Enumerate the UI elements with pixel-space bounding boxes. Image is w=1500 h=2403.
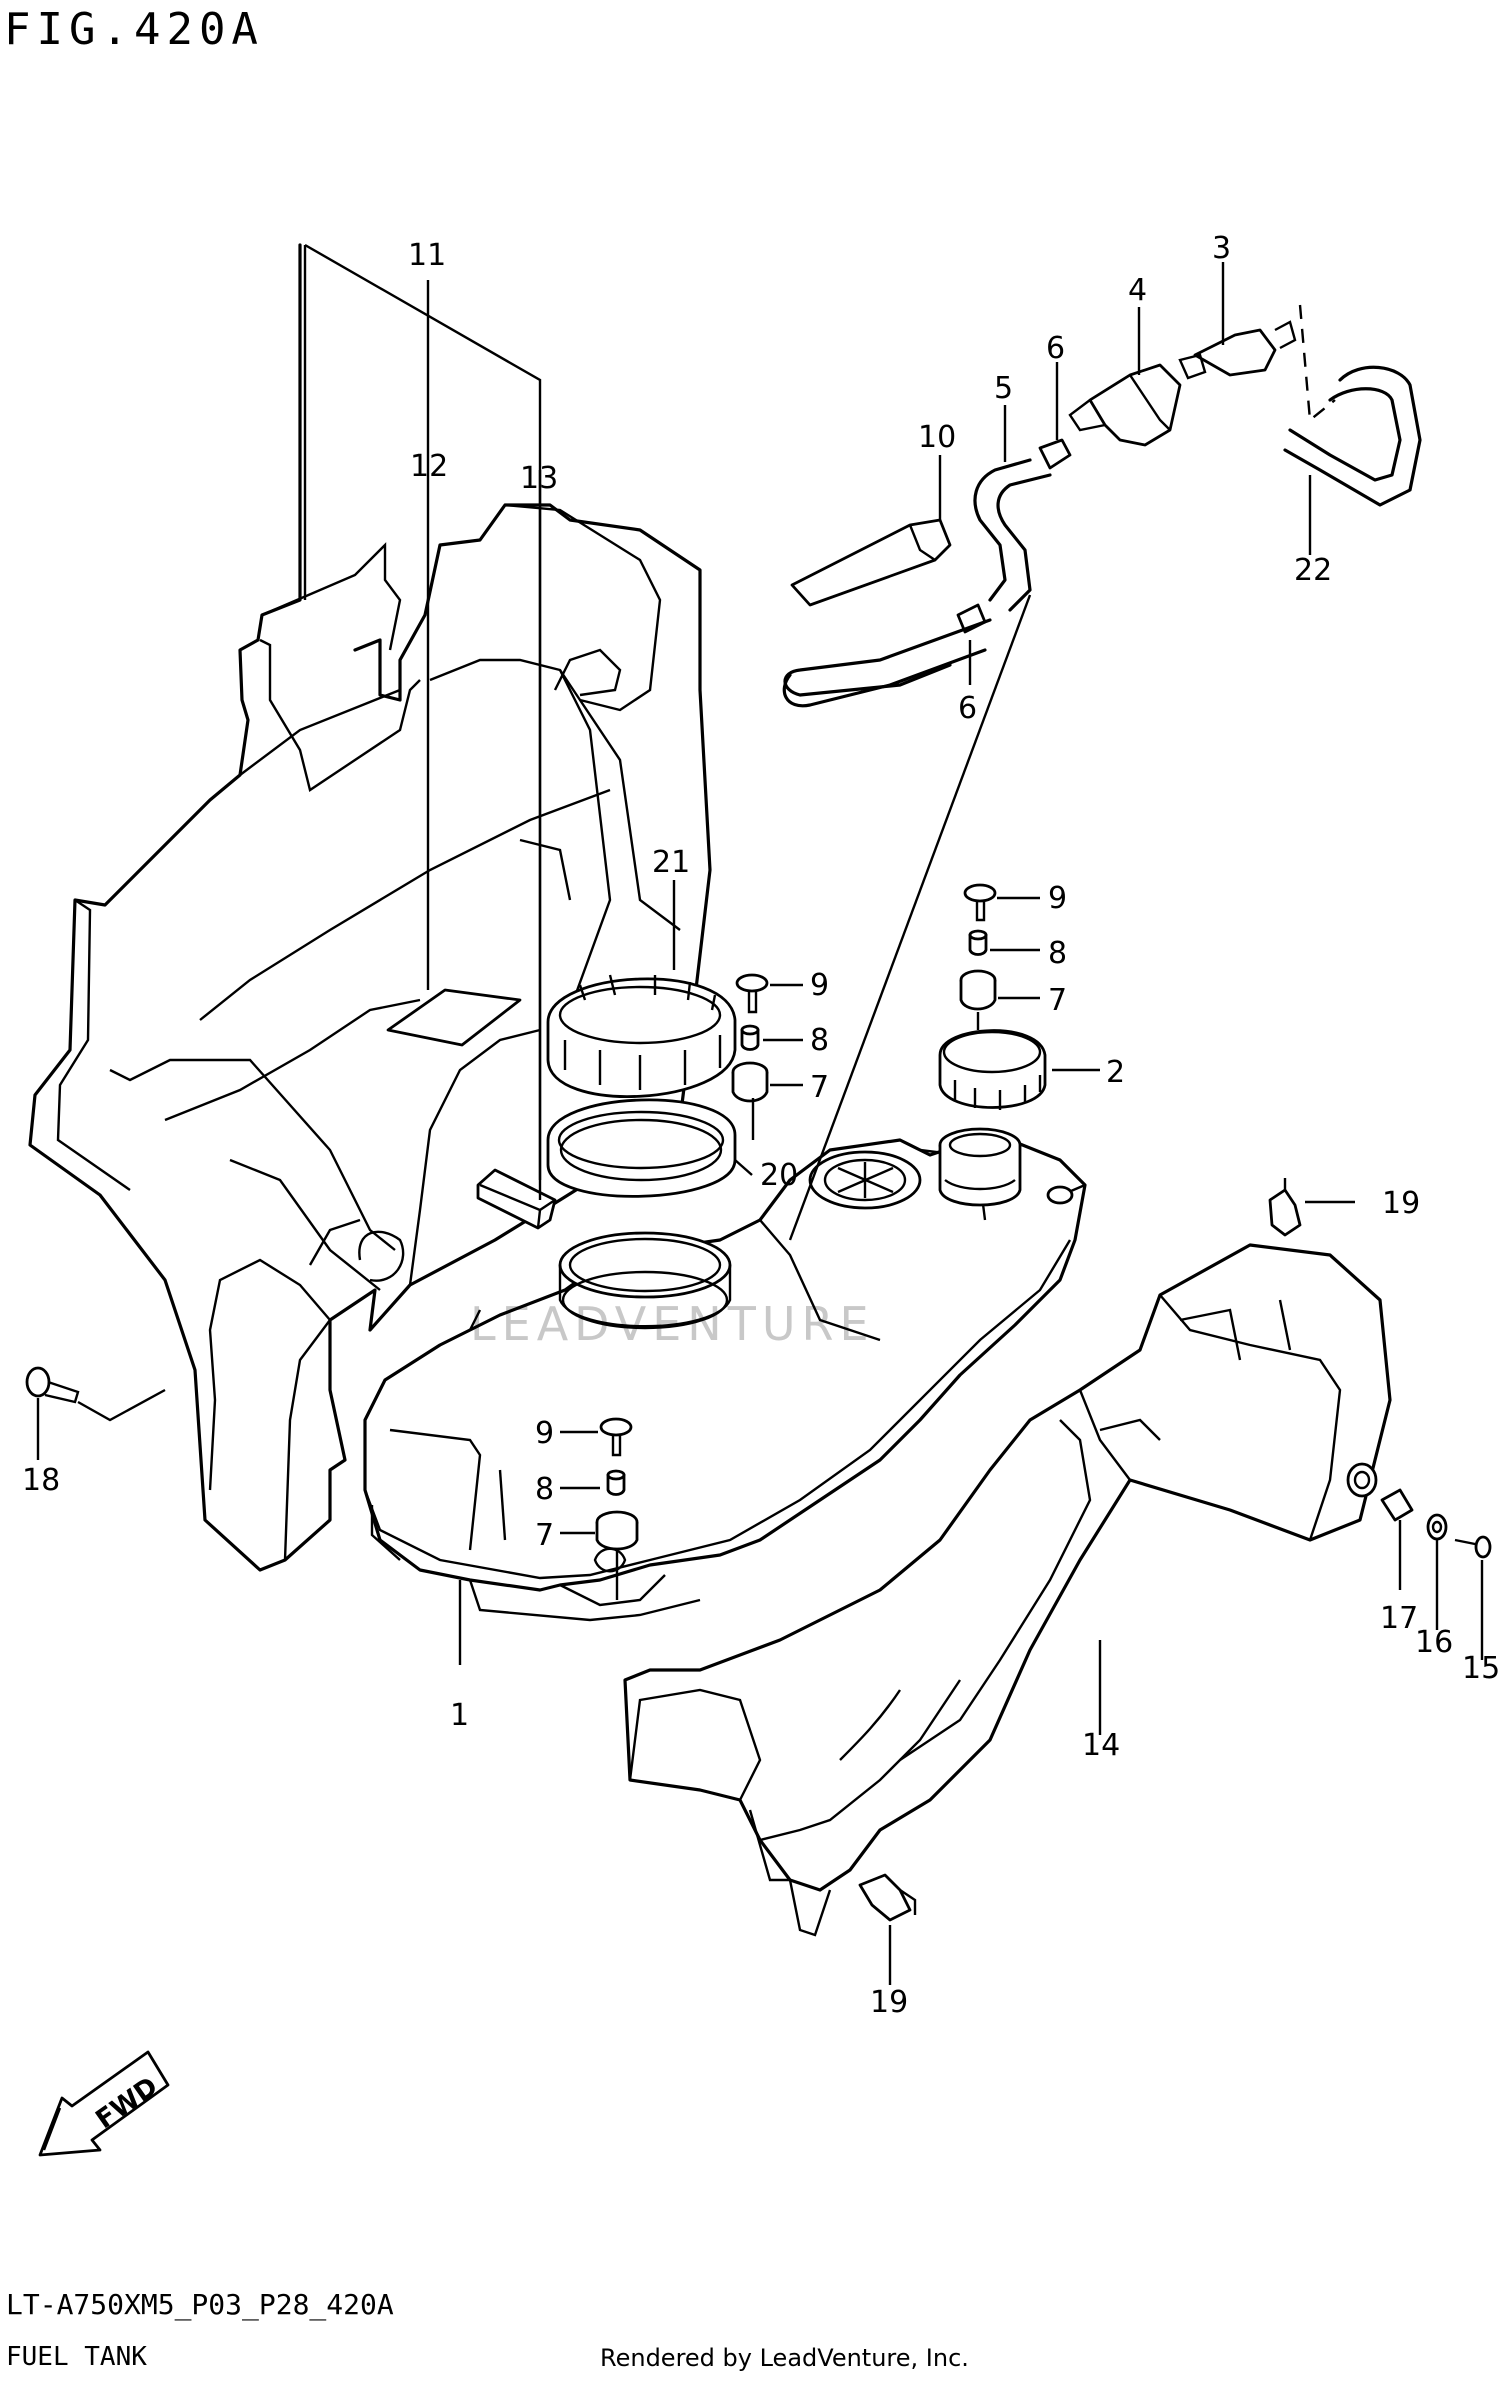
part-9-bolt-upper[interactable]: [963, 883, 997, 922]
callout-6-upper: 6: [1046, 331, 1065, 366]
part-8-collar-mid[interactable]: [740, 1024, 760, 1051]
callout-15: 15: [1462, 1651, 1500, 1686]
callout-6-lower: 6: [958, 691, 977, 726]
callout-22: 22: [1294, 553, 1332, 588]
callout-11: 11: [408, 238, 446, 273]
callout-18: 18: [22, 1463, 60, 1498]
figure-title: FIG.420A: [4, 4, 264, 55]
callout-5: 5: [994, 371, 1013, 406]
part-9-bolt-lower[interactable]: [599, 1417, 633, 1457]
part-16-washer[interactable]: [1426, 1513, 1448, 1541]
fwd-arrow: FWD: [38, 2050, 170, 2157]
part-14-side-guard[interactable]: [623, 1243, 1392, 1937]
callout-labels: 11 12 13 3 4 6 5 10 6 22 21 9 8 7 9 8 7 …: [22, 231, 1500, 2020]
part-5-vent-hose[interactable]: [973, 458, 1052, 612]
part-6-clamp-upper[interactable]: [1038, 438, 1072, 470]
part-7-grommet-upper[interactable]: [959, 969, 997, 1011]
part-8-collar-upper[interactable]: [968, 929, 988, 956]
model-code: LT-A750XM5_P03_P28_420A: [6, 2288, 394, 2321]
callout-10: 10: [918, 420, 956, 455]
callout-7-upper: 7: [1048, 983, 1067, 1018]
callout-7-lower: 7: [535, 1518, 554, 1553]
part-3-check-valve[interactable]: [1178, 320, 1297, 380]
part-7-grommet-mid[interactable]: [731, 1061, 769, 1103]
callout-3: 3: [1212, 231, 1231, 266]
leader-lines: [36, 243, 1484, 1985]
part-1-fuel-tank[interactable]: [363, 1127, 1087, 1622]
callout-9-upper: 9: [1048, 881, 1067, 916]
callout-4: 4: [1128, 273, 1147, 308]
figure-caption: FUEL TANK: [6, 2342, 147, 2372]
callout-14: 14: [1082, 1728, 1120, 1763]
callout-8-mid: 8: [810, 1023, 829, 1058]
part-19-clip-lower[interactable]: [858, 1873, 917, 1922]
rendered-by-credit: Rendered by LeadVenture, Inc.: [600, 2344, 969, 2372]
part-11-side-panel[interactable]: [28, 243, 712, 1572]
vent-hose-loop[interactable]: [782, 618, 992, 708]
part-15-bolt[interactable]: [1454, 1535, 1492, 1559]
part-4-separator[interactable]: [1068, 363, 1182, 447]
callout-1: 1: [450, 1698, 469, 1733]
callout-13: 13: [520, 461, 558, 496]
callout-8-lower: 8: [535, 1472, 554, 1507]
callout-21: 21: [652, 845, 690, 880]
callout-19-lower: 19: [870, 1985, 908, 2020]
part-19-clip-upper[interactable]: [1268, 1178, 1302, 1237]
part-17-collar[interactable]: [1380, 1488, 1414, 1522]
callout-19-upper: 19: [1382, 1186, 1420, 1221]
part-12-pad[interactable]: [386, 988, 522, 1047]
part-21-lock-ring[interactable]: [546, 974, 737, 1098]
callout-12: 12: [410, 449, 448, 484]
callout-16: 16: [1415, 1625, 1453, 1660]
part-20-gasket[interactable]: [546, 1098, 737, 1198]
callout-9-mid: 9: [810, 968, 829, 1003]
part-8-collar-lower[interactable]: [606, 1469, 626, 1496]
part-9-bolt-mid[interactable]: [735, 973, 769, 1014]
part-22-breather-hose[interactable]: [1283, 365, 1422, 507]
part-10-protector[interactable]: [790, 518, 952, 607]
callout-20: 20: [760, 1158, 798, 1193]
dashed-guide-22: [1298, 304, 1336, 423]
callout-7-mid: 7: [810, 1070, 829, 1105]
callout-8-upper: 8: [1048, 936, 1067, 971]
callout-17: 17: [1380, 1601, 1418, 1636]
part-2-fuel-cap[interactable]: [938, 1029, 1047, 1110]
part-13-block[interactable]: [476, 1168, 557, 1230]
callout-9-lower: 9: [535, 1416, 554, 1451]
part-18-bolt[interactable]: [25, 1366, 80, 1404]
callout-2: 2: [1106, 1055, 1125, 1090]
part-7-grommet-lower[interactable]: [595, 1510, 639, 1551]
